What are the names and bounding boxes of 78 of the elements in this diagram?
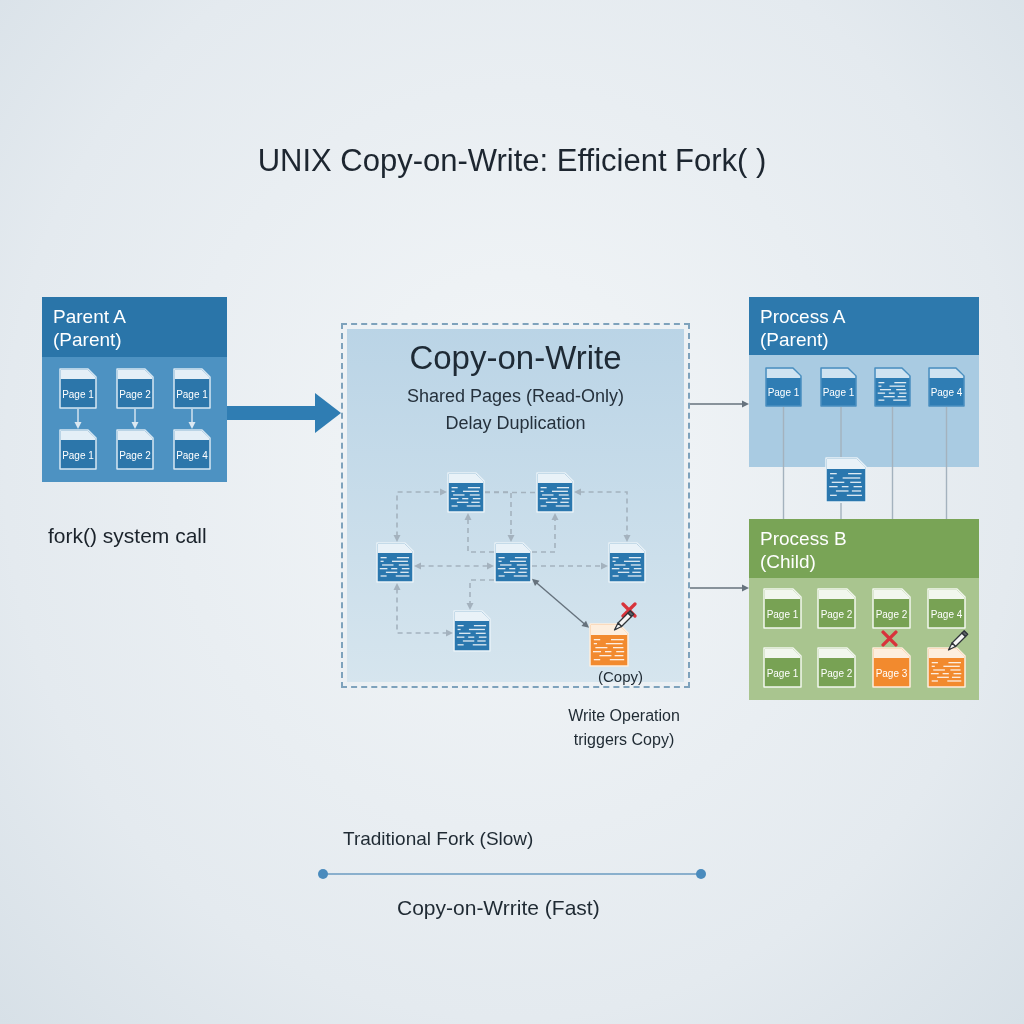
page-label: Page 1 bbox=[176, 388, 208, 400]
memory-panel bbox=[42, 297, 227, 482]
document-icon bbox=[927, 647, 966, 688]
process-panel bbox=[749, 519, 979, 700]
page-card bbox=[928, 367, 965, 407]
caption-text: fork() system call bbox=[48, 524, 207, 547]
document-icon bbox=[376, 542, 414, 583]
page-label: Page 1 bbox=[62, 388, 94, 400]
page-label: Page 3 bbox=[875, 667, 908, 679]
dashed-arrow bbox=[466, 579, 495, 610]
page-label: Page 1 bbox=[62, 449, 94, 461]
page-label: Page 4 bbox=[930, 387, 963, 399]
arrow bbox=[188, 408, 196, 429]
page-label: Page 2 bbox=[820, 667, 853, 679]
page-card bbox=[927, 588, 966, 629]
document-icon bbox=[825, 457, 867, 503]
arrow bbox=[689, 400, 749, 408]
page-label: Page 2 bbox=[875, 608, 908, 620]
page-label: Page 1 bbox=[767, 387, 800, 399]
connector-line bbox=[840, 502, 842, 520]
panel-subtitle: Delay Duplication bbox=[445, 412, 586, 435]
dashed-arrow bbox=[531, 562, 608, 570]
panel-title: Copy-on-Write bbox=[409, 338, 622, 378]
scale-label: Copy-on-Wrrite (Fast) bbox=[397, 896, 600, 919]
connector-line bbox=[782, 406, 785, 520]
page-card bbox=[59, 429, 97, 470]
page-label: Page 4 bbox=[930, 608, 963, 620]
arrow bbox=[131, 408, 139, 429]
document-icon bbox=[589, 623, 629, 667]
page-label: Page 1 bbox=[766, 608, 799, 620]
process-panel bbox=[749, 297, 979, 467]
document-icon bbox=[536, 472, 574, 513]
arrow bbox=[689, 584, 749, 592]
page-card bbox=[173, 429, 211, 470]
panel-title: Process B (Child) bbox=[760, 527, 848, 573]
document-icon bbox=[608, 542, 646, 583]
document-icon bbox=[494, 542, 532, 583]
page-card bbox=[820, 367, 857, 407]
page-card bbox=[116, 368, 154, 409]
page-card bbox=[872, 647, 911, 688]
page-card bbox=[817, 647, 856, 688]
page-label: Page 2 bbox=[119, 449, 151, 461]
panel-title: Process A (Parent) bbox=[760, 305, 847, 351]
dashed-arrow bbox=[531, 513, 559, 553]
dashed-arrow bbox=[464, 513, 495, 553]
caption-text: (Copy) bbox=[598, 667, 643, 686]
page-label: Page 2 bbox=[820, 608, 853, 620]
page-label: Page 2 bbox=[119, 388, 151, 400]
page-label: Page 1 bbox=[766, 667, 799, 679]
page-label: Page 1 bbox=[822, 387, 855, 399]
document-icon bbox=[447, 472, 485, 513]
diagram-title: UNIX Copy-on-Write: Efficient Fork( ) bbox=[257, 142, 767, 180]
scale-label: Traditional Fork (Slow) bbox=[343, 828, 534, 849]
page-card bbox=[59, 368, 97, 409]
page-card bbox=[765, 367, 802, 407]
note-text: Write Operation triggers Copy) bbox=[568, 707, 680, 748]
page-card bbox=[872, 588, 911, 629]
document-icon bbox=[874, 367, 911, 407]
document-icon bbox=[453, 610, 491, 652]
dashed-arrow bbox=[393, 583, 453, 637]
page-card bbox=[763, 588, 802, 629]
panel-subtitle: Shared Pages (Read-Only) bbox=[406, 385, 625, 408]
connector-line bbox=[891, 406, 894, 520]
dashed-arrow bbox=[484, 491, 515, 542]
page-label: Page 4 bbox=[176, 449, 208, 461]
block-arrow bbox=[227, 393, 341, 433]
dashed-arrow bbox=[393, 488, 447, 542]
arrow bbox=[74, 408, 82, 429]
panel-title: Parent A (Parent) bbox=[53, 305, 127, 351]
dashed-arrow bbox=[574, 488, 631, 542]
double-arrow bbox=[531, 578, 590, 628]
page-card bbox=[173, 368, 211, 409]
connector-line bbox=[945, 406, 948, 520]
dashed-panel bbox=[341, 323, 690, 688]
dashed-arrow bbox=[414, 562, 494, 570]
page-card bbox=[763, 647, 802, 688]
page-card bbox=[817, 588, 856, 629]
page-card bbox=[116, 429, 154, 470]
